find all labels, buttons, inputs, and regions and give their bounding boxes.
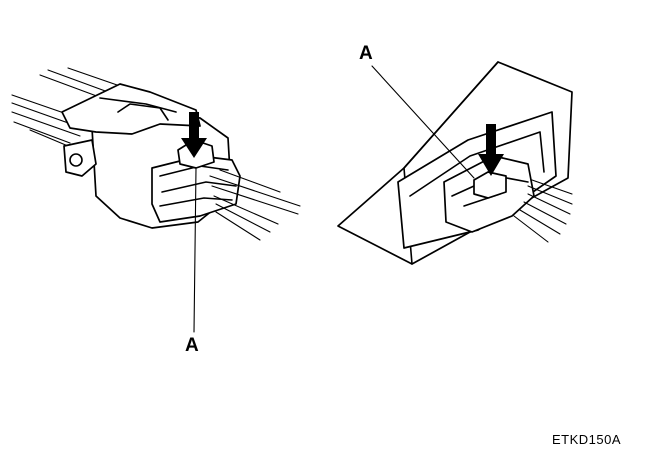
left-wire-bundle-rear <box>11 67 121 147</box>
left-wire-bundle-front <box>209 169 301 241</box>
right-assembly <box>337 61 573 265</box>
callout-label-left: A <box>185 335 199 356</box>
left-side-clip <box>63 139 97 177</box>
right-press-arrow-icon <box>478 124 504 176</box>
left-callout-leader <box>193 167 197 333</box>
left-press-arrow-icon <box>181 112 207 158</box>
callout-label-right: A <box>359 43 373 64</box>
figure-code: ETKD150A <box>552 432 622 447</box>
left-latch-cover <box>61 83 201 135</box>
left-connector <box>11 67 301 333</box>
right-release-tab <box>473 171 507 199</box>
right-wire-bundle <box>513 179 573 243</box>
right-callout-leader <box>371 65 475 179</box>
